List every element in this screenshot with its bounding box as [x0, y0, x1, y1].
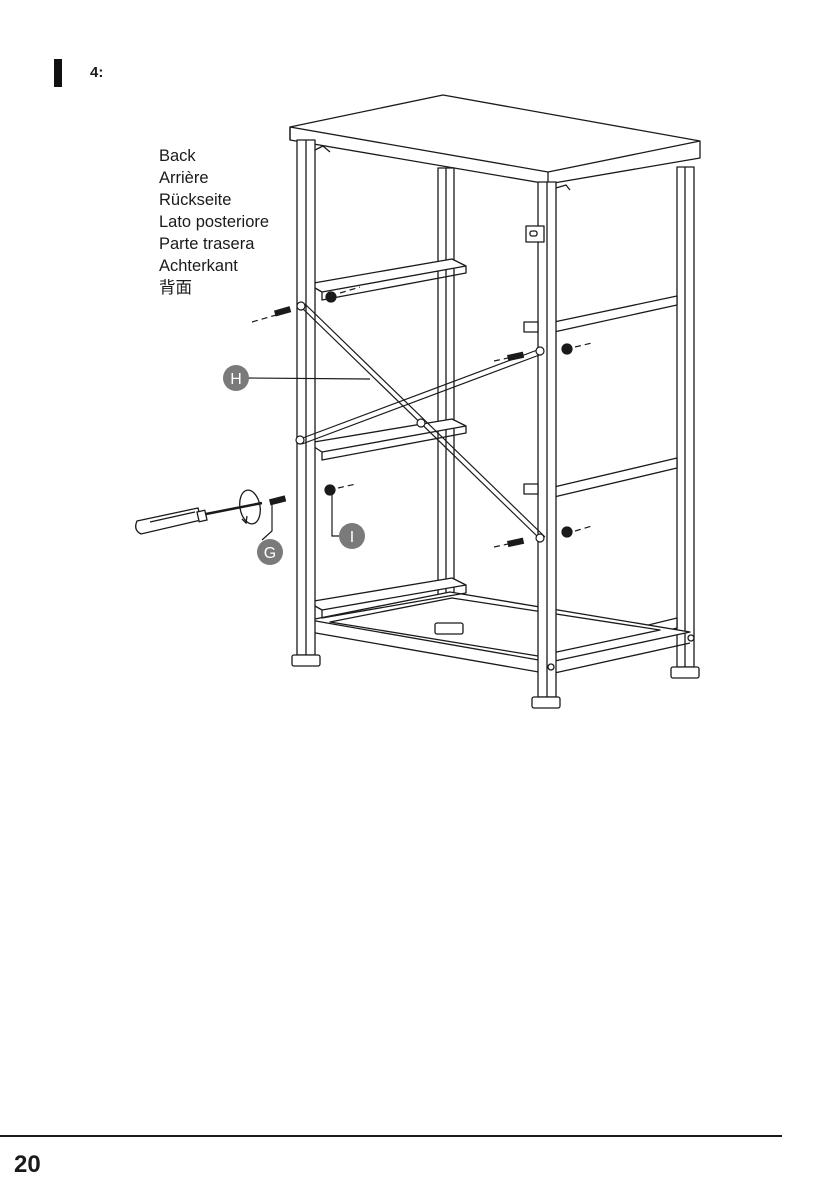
side-label-en: Back [159, 147, 196, 165]
side-label-es: Parte trasera [159, 235, 255, 253]
side-label-zh: 背面 [159, 278, 192, 297]
side-label-fr: Arrière [159, 169, 209, 187]
callout-g-label: G [264, 545, 276, 562]
callout-i-label: I [350, 529, 354, 546]
side-label-nl: Achterkant [159, 257, 238, 275]
cross-brace-h [296, 302, 545, 542]
side-label-de: Rückseite [159, 191, 231, 209]
callout-h: H [223, 365, 249, 391]
callout-i: I [339, 523, 365, 549]
callout-g: G [257, 539, 283, 565]
cabinet-frame-drawing [290, 95, 700, 708]
assembly-diagram: Back Arrière Rückseite Lato posteriore P… [0, 0, 840, 760]
page-number: 20 [14, 1151, 41, 1179]
side-label-it: Lato posteriore [159, 213, 269, 231]
screwdriver-icon [136, 489, 263, 534]
footer-divider [0, 1135, 782, 1137]
side-label-list: Back Arrière Rückseite Lato posteriore P… [159, 147, 269, 297]
callout-h-label: H [230, 371, 242, 388]
